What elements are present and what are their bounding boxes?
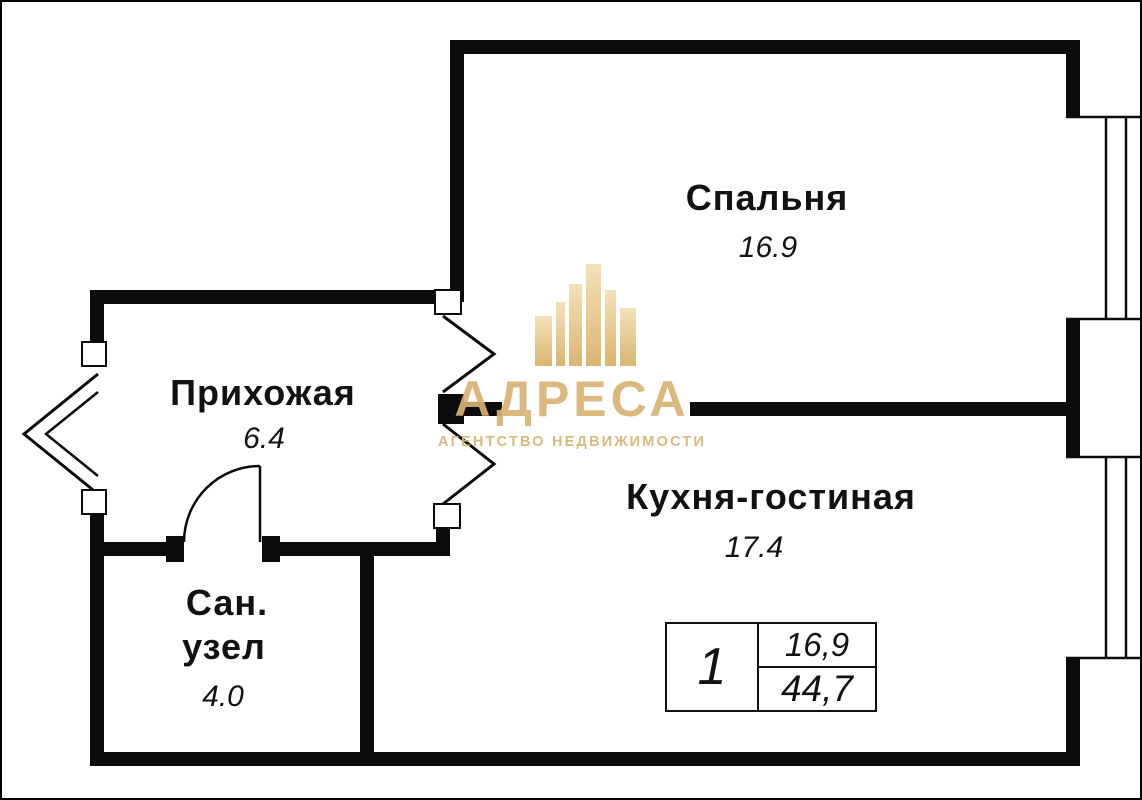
stamp-living-area: 16,9	[759, 624, 875, 668]
wall-bedroom-top	[450, 40, 1080, 54]
window-kitchen	[1066, 455, 1140, 660]
entrance-door-icon	[21, 372, 99, 496]
stamp-room-count: 1	[667, 624, 759, 710]
wall-right-middle	[1066, 318, 1080, 456]
wall-right-lower	[1066, 658, 1080, 766]
doorway-bedroom-icon	[442, 314, 497, 394]
wall-bedroom-left	[450, 40, 464, 302]
wall-bottom	[90, 752, 1080, 766]
bedroom-area-label: 16.9	[738, 231, 798, 264]
wall-divider-right	[690, 402, 1080, 416]
window-bedroom	[1066, 115, 1140, 321]
bathroom-name-label-line1: Сан.	[185, 582, 269, 623]
hallway-name-label: Прихожая	[170, 372, 356, 413]
door-jamb-hallway-bottom	[433, 503, 461, 529]
kitchen-living-area-label: 17.4	[724, 531, 784, 564]
stamp-areas: 16,9 44,7	[759, 624, 875, 710]
wall-divider-left	[450, 402, 502, 416]
wall-hallway-top	[90, 290, 450, 304]
door-jamb-entrance-top	[81, 341, 107, 367]
wall-bath-right	[360, 542, 374, 766]
bathroom-door-swing	[182, 464, 262, 543]
doorway-kitchen-icon	[442, 422, 497, 506]
bathroom-area-label: 4.0	[202, 680, 244, 713]
bedroom-name-label: Спальня	[685, 177, 849, 218]
door-jamb-bath-left	[166, 536, 184, 562]
kitchen-living-name-label: Кухня-гостиная	[626, 476, 916, 517]
wall-bath-top-left	[90, 542, 184, 556]
door-jamb-hallway-top	[434, 289, 462, 315]
area-stamp: 1 16,9 44,7	[665, 622, 877, 712]
wall-left-lower	[90, 490, 104, 766]
bathroom-name-label-line2: узел	[182, 626, 266, 667]
hallway-area-label: 6.4	[243, 422, 285, 455]
wall-right-upper	[1066, 40, 1080, 116]
stamp-total-area: 44,7	[780, 668, 853, 709]
door-jamb-entrance-bottom	[81, 489, 107, 515]
wall-bath-top-right	[264, 542, 450, 556]
door-jamb-bath-right	[262, 536, 280, 562]
